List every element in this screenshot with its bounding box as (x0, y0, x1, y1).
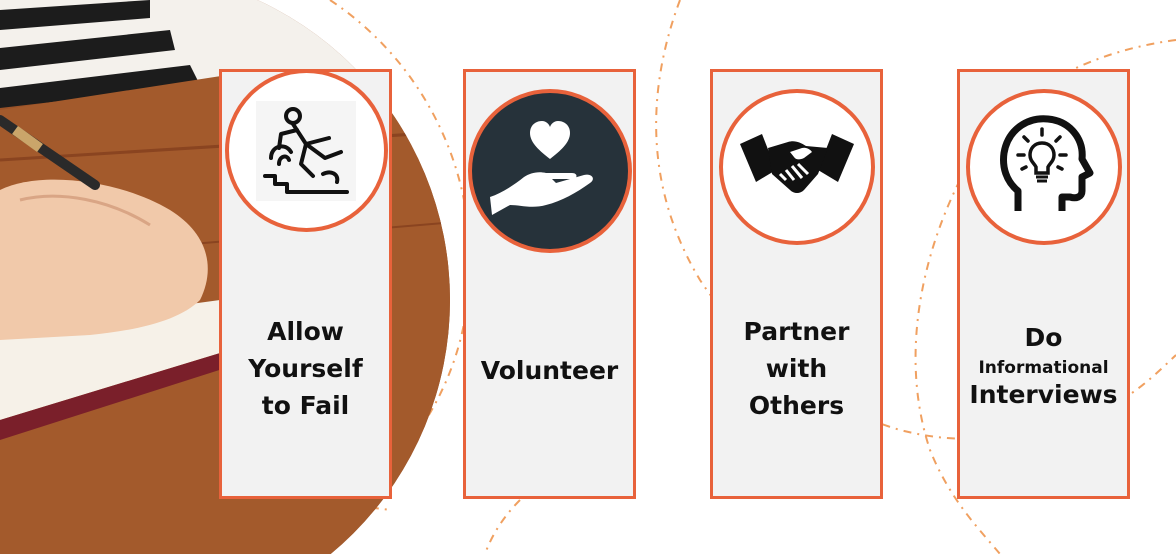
idea-head-icon (999, 115, 1093, 211)
card-volunteer: Volunteer (463, 69, 636, 499)
card-label-line: Volunteer (480, 356, 619, 385)
card-label: Allow Yourself to Fail (222, 313, 389, 424)
card-label: Partner with Others (713, 313, 880, 424)
card-partner-with-others: Partner with Others (710, 69, 883, 499)
card-icon-circle (965, 89, 1122, 245)
card-label-line: Others (748, 391, 845, 420)
card-allow-yourself-to-fail: Allow Yourself to Fail (219, 69, 392, 499)
falling-person-icon (256, 100, 356, 201)
card-label-line: Interviews (969, 380, 1118, 409)
card-label-line: to Fail (261, 391, 350, 420)
card-icon-circle (718, 89, 875, 245)
card-label: Volunteer (466, 352, 633, 389)
card-label-line: Allow (267, 317, 344, 346)
card-label-line: Yourself (248, 354, 363, 383)
card-icon-circle (224, 69, 388, 232)
card-label-line: Do (1024, 323, 1063, 352)
handshake-icon (739, 134, 854, 193)
card-label-line: Informational (978, 358, 1109, 378)
heart-in-hand-icon (489, 121, 593, 215)
card-do-informational-interviews: Do Informational Interviews (957, 69, 1130, 499)
card-icon-circle (467, 89, 632, 253)
card-label-line: Partner (743, 317, 850, 346)
card-label-line: with (765, 354, 828, 383)
card-label: Do Informational Interviews (960, 319, 1127, 410)
